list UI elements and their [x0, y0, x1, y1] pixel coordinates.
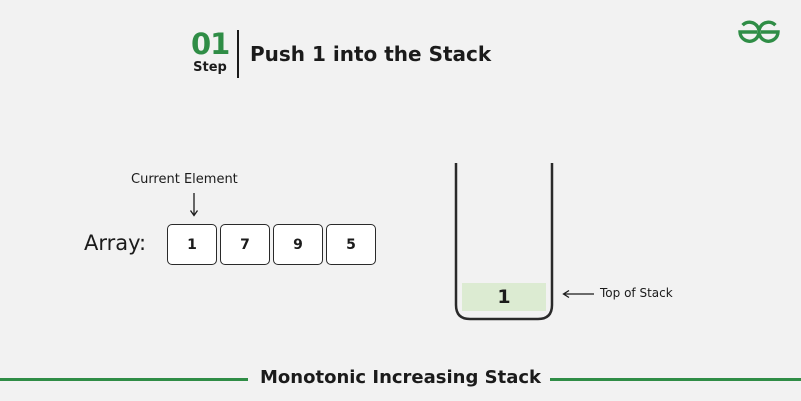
- top-of-stack-label: Top of Stack: [600, 286, 673, 300]
- stack-container: [454, 163, 554, 321]
- array-cell: 7: [220, 224, 270, 265]
- array-cell: 1: [167, 224, 217, 265]
- left-arrow-icon: [562, 289, 594, 299]
- footer-rule-right: [550, 378, 801, 381]
- header-divider: [237, 30, 239, 78]
- down-arrow-icon: [189, 193, 199, 217]
- footer-title: Monotonic Increasing Stack: [260, 367, 541, 388]
- gfg-logo-icon: [738, 20, 780, 43]
- footer-rule-left: [0, 378, 248, 381]
- array-label: Array:: [84, 231, 147, 255]
- array-cell: 5: [326, 224, 376, 265]
- stack-item: 1: [462, 283, 546, 311]
- step-label: Step: [193, 60, 227, 75]
- step-title: Push 1 into the Stack: [250, 42, 492, 66]
- array-cell: 9: [273, 224, 323, 265]
- current-element-label: Current Element: [131, 172, 238, 187]
- step-number: 01: [191, 27, 230, 61]
